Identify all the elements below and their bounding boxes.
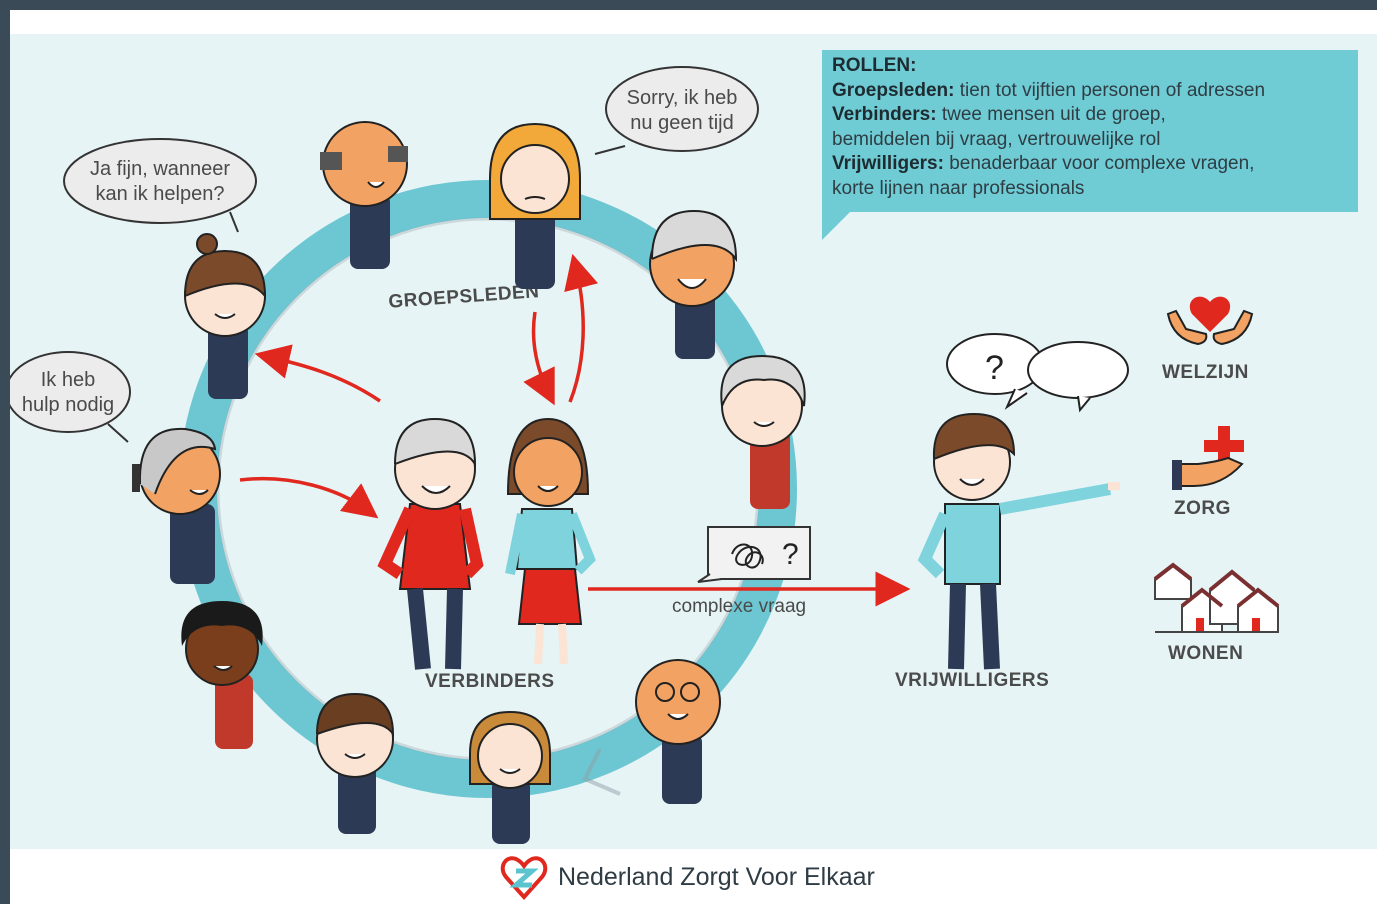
member-woman-bun	[184, 233, 267, 399]
wonen-icon	[1153, 562, 1280, 633]
arrow-to-left-member	[254, 344, 381, 403]
speech-bubble-top: Sorry, ik heb nu geen tijd	[594, 66, 759, 155]
member-brown-hair	[316, 692, 395, 834]
verbinder-man	[377, 417, 484, 670]
vrijwilligers-desc-2: korte lijnen naar professionals	[832, 177, 1085, 199]
diagram-svg: GROEPSLEDEN Ja fijn, wanneer kan ik help…	[10, 66, 1280, 844]
member-blonde-woman	[489, 122, 581, 289]
groepsleden-desc: tien tot vijftien personen of adressen	[954, 79, 1266, 101]
member-grey-moustache	[649, 209, 738, 359]
wonen-label: WONEN	[1168, 643, 1243, 664]
bubble-text-top-1: Sorry, ik heb	[627, 87, 738, 109]
bubble-text-top-2: nu geen tijd	[630, 112, 733, 134]
member-grey-woman-phone	[132, 427, 221, 584]
verbinders-label: VERBINDERS	[425, 671, 555, 692]
infographic: GROEPSLEDEN Ja fijn, wanneer kan ik help…	[10, 34, 1377, 849]
bubble-text-left-2: hulp nodig	[22, 394, 114, 416]
member-bald-round-glasses	[635, 659, 721, 804]
welzijn-icon	[1166, 296, 1254, 346]
question-mark-card: ?	[782, 538, 799, 571]
zorg-icon	[1172, 426, 1244, 490]
speech-bubble-left: Ik heb hulp nodig	[10, 351, 131, 443]
volunteer-question-mark: ?	[985, 349, 1004, 387]
vrijwilligers-term: Vrijwilligers:	[832, 153, 944, 174]
verbinders-term: Verbinders:	[832, 104, 937, 125]
member-blonde-bottom	[469, 710, 551, 844]
verbinders-desc-2: bemiddelen bij vraag, vertrouwelijke rol	[832, 128, 1161, 150]
tangle-icon	[731, 543, 764, 569]
bubble-text-left-top-1: Ja fijn, wanneer	[90, 158, 230, 180]
vrijwilligers-label: VRIJWILLIGERS	[895, 670, 1049, 691]
roles-title: ROLLEN:	[832, 55, 917, 76]
arrow-top-down	[523, 311, 555, 406]
verbinder-woman	[505, 417, 596, 665]
verbinders-desc-1: twee mensen uit de groep,	[936, 104, 1166, 125]
brand-logo-icon	[500, 856, 548, 900]
groepsleden-term: Groepsleden:	[832, 79, 955, 101]
arrow-from-left-member	[239, 476, 379, 519]
member-bald-glasses	[320, 121, 408, 269]
complex-question-card: ?	[697, 526, 811, 583]
member-curly-grey	[720, 354, 806, 509]
welzijn-label: WELZIJN	[1162, 362, 1249, 383]
verbinders-figures	[377, 417, 596, 670]
member-curly-dark	[181, 601, 263, 749]
footer: Nederland Zorgt Voor Elkaar	[10, 849, 1377, 904]
speech-bubble-left-top: Ja fijn, wanneer kan ik helpen?	[63, 138, 257, 233]
brand-name: Nederland Zorgt Voor Elkaar	[558, 863, 875, 891]
volunteer-figure: ?	[917, 333, 1129, 670]
zorg-label: ZORG	[1174, 498, 1231, 519]
bubble-text-left-1: Ik heb	[41, 369, 95, 391]
complex-question-label: complexe vraag	[672, 596, 806, 617]
group-members	[132, 121, 806, 844]
roles-box: ROLLEN: Groepsleden: tien tot vijftien p…	[822, 50, 1358, 212]
vrijwilligers-desc-1: benaderbaar voor complexe vragen,	[943, 153, 1255, 174]
arrow-top-up	[564, 253, 599, 403]
image-frame: GROEPSLEDEN Ja fijn, wanneer kan ik help…	[10, 10, 1377, 904]
bubble-text-left-top-2: kan ik helpen?	[96, 183, 225, 205]
